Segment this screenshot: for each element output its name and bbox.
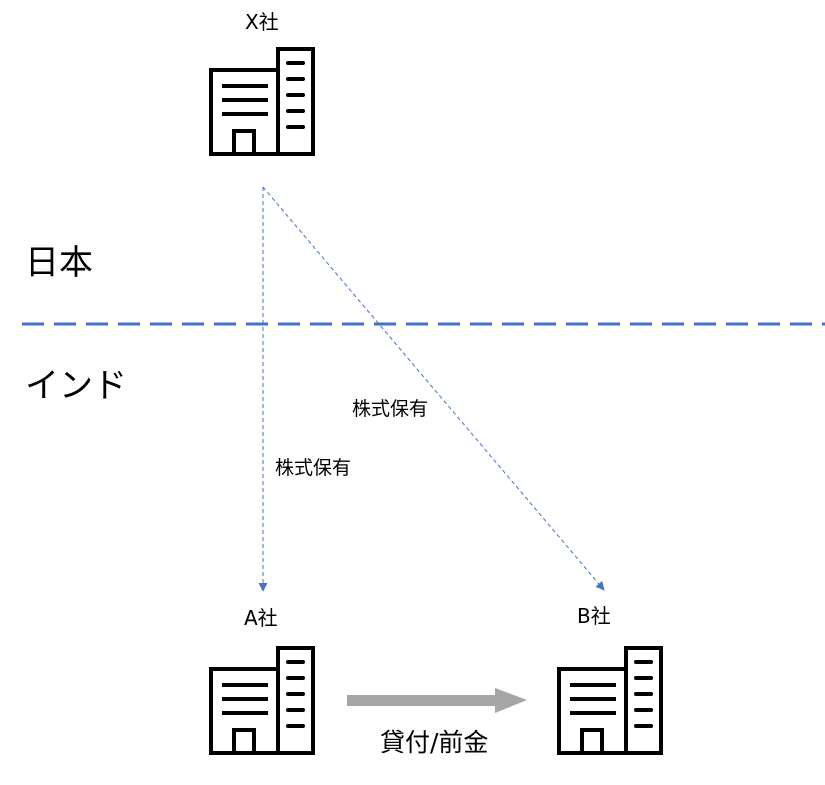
office-building-icon bbox=[209, 47, 315, 156]
office-building-icon bbox=[557, 646, 663, 755]
company-label-b: B社 bbox=[577, 604, 611, 628]
relation-label-a-to-b: 貸付/前金 bbox=[380, 728, 489, 757]
flow-arrow-a-to-b bbox=[347, 688, 527, 713]
relation-label-x-to-a: 株式保有 bbox=[275, 457, 352, 479]
relation-label-x-to-b: 株式保有 bbox=[352, 398, 429, 420]
company-label-a: A社 bbox=[244, 606, 278, 630]
region-label-india: インド bbox=[25, 366, 127, 406]
office-building-icon bbox=[209, 646, 315, 755]
ownership-arrow-x-to-b bbox=[262, 186, 605, 591]
company-label-x: X社 bbox=[245, 10, 279, 34]
region-label-japan: 日本 bbox=[25, 243, 93, 283]
